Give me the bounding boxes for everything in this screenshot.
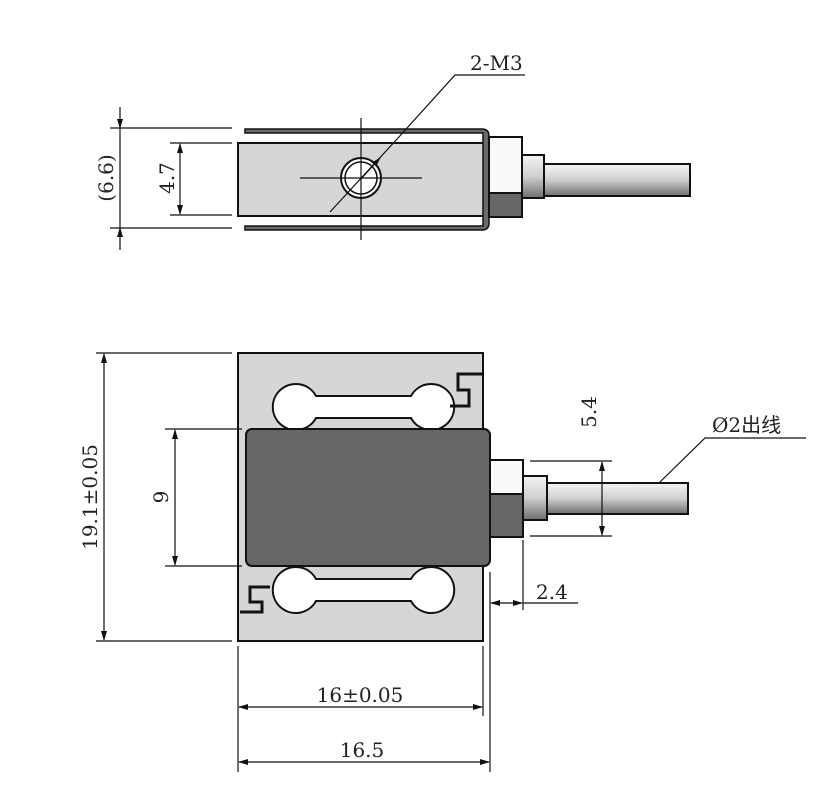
- width-dim-label: 16±0.05: [317, 683, 404, 707]
- leader-arrow: [359, 157, 381, 181]
- slot-dim-label: 4.7: [155, 162, 179, 194]
- cable-washer: [521, 154, 545, 199]
- u-bracket: [244, 128, 490, 231]
- height-dim-label: (6.6): [94, 154, 118, 201]
- dogbone-slot-top: [271, 383, 456, 431]
- cable-offset-dim-label: 5.4: [577, 396, 601, 428]
- cable-nut: [489, 459, 524, 495]
- cable-nut-shade: [488, 192, 523, 218]
- top-view: 2-M3 (6.6) 4.7: [94, 51, 691, 250]
- cable-nut-shade: [489, 493, 524, 538]
- height-dim-label: 19.1±0.05: [78, 444, 102, 550]
- overall-width-dim-label: 16.5: [340, 738, 385, 762]
- cable-label: Ø2出线: [712, 413, 781, 437]
- cable-leader: [659, 437, 806, 483]
- cable: [543, 163, 691, 197]
- cover-block: [245, 428, 491, 567]
- s-cut-top: [450, 372, 483, 408]
- thread-callout: 2-M3: [470, 51, 523, 75]
- s-cut-bottom: [240, 585, 270, 614]
- nut-dim-label: 2.4: [536, 580, 568, 604]
- block-dim-label: 9: [149, 491, 173, 504]
- front-view: 19.1±0.05 9 5.4 Ø2出线 2.4 16±0.05 16.5: [78, 352, 806, 772]
- cable: [546, 482, 689, 515]
- dogbone-slot-bottom: [271, 566, 456, 614]
- cable-washer: [522, 475, 548, 521]
- cable-nut: [488, 136, 523, 194]
